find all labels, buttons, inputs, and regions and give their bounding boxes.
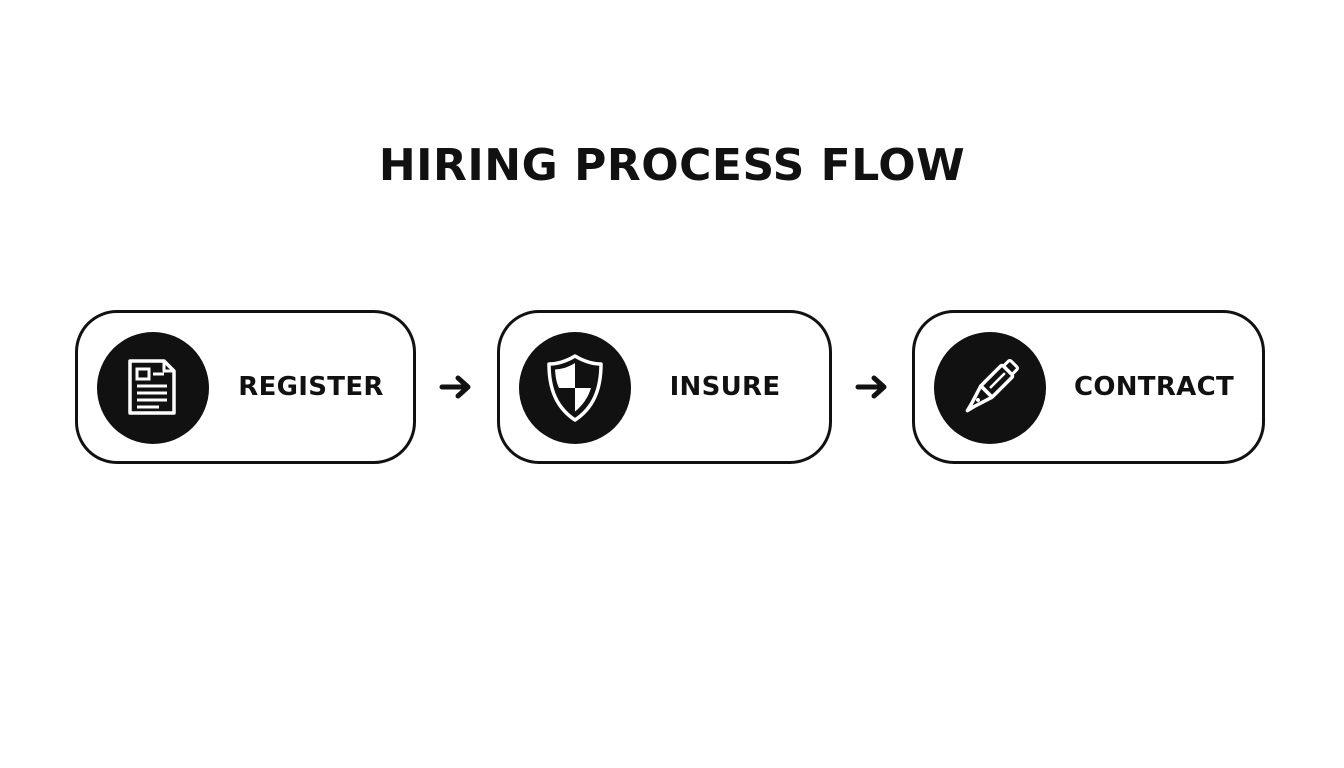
step-contract: CONTRACT [912, 310, 1265, 464]
arrow-right-icon [439, 375, 471, 399]
shield-icon [519, 332, 631, 444]
step-register: REGISTER [75, 310, 416, 464]
arrow-right-icon [855, 375, 887, 399]
diagram-title: HIRING PROCESS FLOW [378, 140, 966, 191]
document-icon [97, 332, 209, 444]
step-insure: INSURE [497, 310, 832, 464]
step-label-contract: CONTRACT [1073, 372, 1235, 402]
pen-icon [934, 332, 1046, 444]
step-label-register: REGISTER [238, 372, 384, 402]
step-label-insure: INSURE [669, 372, 781, 402]
